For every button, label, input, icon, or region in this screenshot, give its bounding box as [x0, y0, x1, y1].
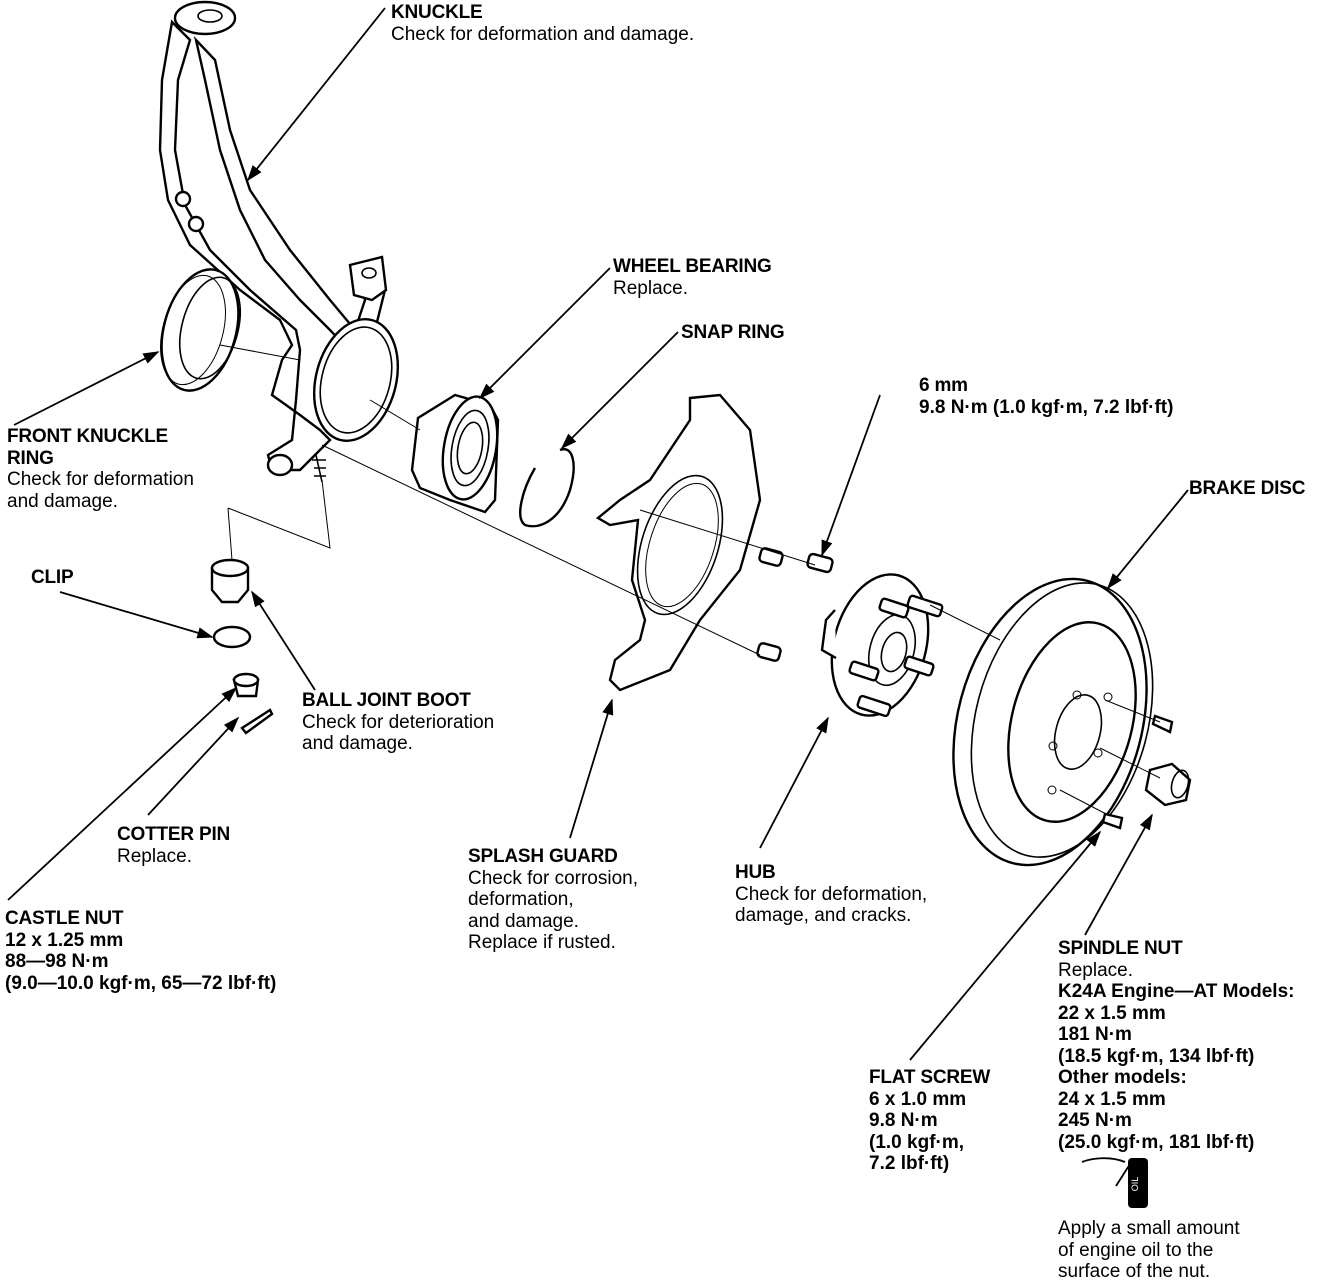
label-title: SPLASH GUARD: [468, 846, 618, 867]
label-title: SPINDLE NUT: [1058, 938, 1183, 959]
label-title: HUB: [735, 862, 776, 883]
label-note: damage, and cracks.: [735, 905, 912, 926]
label-cotter-pin: COTTER PIN Replace.: [117, 824, 230, 867]
label-note: Check for deformation,: [735, 883, 928, 905]
label-note: of engine oil to the: [1058, 1239, 1214, 1261]
hub-part: [820, 573, 944, 718]
label-torque: (25.0 kgf·m, 181 lbf·ft): [1058, 1131, 1255, 1153]
label-splash-guard: SPLASH GUARD Check for corrosion, deform…: [468, 846, 638, 954]
label-title: CASTLE NUT: [5, 908, 124, 929]
label-title: CLIP: [31, 567, 74, 588]
leader-lines: [7, 7, 1189, 1061]
label-oil-note: Apply a small amount of engine oil to th…: [1058, 1218, 1240, 1283]
label-note: deformation,: [468, 889, 574, 910]
label-spec: Other models:: [1058, 1067, 1187, 1088]
label-title: FRONT KNUCKLE: [7, 426, 168, 447]
brake-disc-part: [952, 577, 1154, 867]
label-note: and damage.: [7, 490, 118, 512]
spindle-nut-part: [1144, 762, 1192, 807]
label-snap-ring: SNAP RING: [681, 322, 785, 344]
label-front-knuckle-ring: FRONT KNUCKLE RING Check for deformation…: [7, 426, 194, 512]
label-6mm-bolt: 6 mm 9.8 N·m (1.0 kgf·m, 7.2 lbf·ft): [919, 375, 1173, 418]
label-title: FLAT SCREW: [869, 1067, 991, 1088]
label-title: SNAP RING: [681, 322, 785, 343]
label-note: Apply a small amount: [1058, 1218, 1240, 1239]
label-torque: (18.5 kgf·m, 134 lbf·ft): [1058, 1045, 1255, 1067]
label-title: BRAKE DISC: [1189, 478, 1306, 499]
label-torque: (9.0—10.0 kgf·m, 65—72 lbf·ft): [5, 972, 277, 994]
cotter-pin-part: [240, 708, 274, 735]
label-torque: 7.2 lbf·ft): [869, 1153, 950, 1174]
label-torque: 181 N·m: [1058, 1024, 1132, 1045]
label-torque: 9.8 N·m: [869, 1110, 938, 1131]
label-torque: 88—98 N·m: [5, 951, 109, 972]
label-spec: 22 x 1.5 mm: [1058, 1002, 1166, 1024]
splash-guard-bolts: [756, 547, 834, 662]
label-wheel-bearing: WHEEL BEARING Replace.: [613, 256, 772, 299]
label-clip: CLIP: [31, 567, 74, 589]
label-note: Replace.: [613, 277, 688, 299]
label-title: KNUCKLE: [391, 2, 483, 23]
label-note: and damage.: [302, 733, 413, 754]
label-note: Replace.: [117, 845, 192, 867]
clip-part: [212, 625, 252, 649]
label-knuckle: KNUCKLE Check for deformation and damage…: [391, 2, 694, 45]
label-note: Check for deformation: [7, 469, 194, 490]
label-title: RING: [7, 447, 54, 469]
label-note: surface of the nut.: [1058, 1261, 1211, 1282]
label-spindle-nut: SPINDLE NUT Replace. K24A Engine—AT Mode…: [1058, 938, 1294, 1153]
label-note: Check for deformation and damage.: [391, 23, 695, 45]
oil-can-icon: OIL: [1081, 1157, 1148, 1208]
label-brake-disc: BRAKE DISC: [1189, 478, 1305, 500]
label-note: and damage.: [468, 910, 579, 932]
label-title: BALL JOINT BOOT: [302, 690, 471, 711]
label-ball-joint-boot: BALL JOINT BOOT Check for deterioration …: [302, 690, 494, 755]
wheel-bearing-part: [410, 393, 500, 514]
label-hub: HUB Check for deformation, damage, and c…: [735, 862, 927, 927]
label-title: WHEEL BEARING: [613, 256, 772, 277]
label-note: Replace if rusted.: [468, 932, 616, 953]
label-note: Check for corrosion,: [468, 867, 639, 889]
label-note: Check for deterioration: [302, 711, 495, 733]
label-note: Replace.: [1058, 959, 1133, 981]
castle-nut-part: [232, 672, 260, 698]
label-castle-nut: CASTLE NUT 12 x 1.25 mm 88—98 N·m (9.0—1…: [5, 908, 276, 994]
flat-screws-part: [1101, 714, 1174, 830]
label-spec: 24 x 1.5 mm: [1058, 1088, 1166, 1110]
label-title: COTTER PIN: [117, 824, 231, 845]
label-flat-screw: FLAT SCREW 6 x 1.0 mm 9.8 N·m (1.0 kgf·m…: [869, 1067, 990, 1175]
label-spec: 6 x 1.0 mm: [869, 1088, 967, 1110]
ball-joint-boot-part: [210, 558, 250, 604]
oil-can-text: OIL: [1130, 1177, 1140, 1192]
label-spec: K24A Engine—AT Models:: [1058, 981, 1295, 1002]
snap-ring-part: [519, 447, 575, 528]
label-spec: 12 x 1.25 mm: [5, 929, 124, 951]
label-title: 6 mm: [919, 375, 968, 396]
label-torque: (1.0 kgf·m,: [869, 1131, 965, 1153]
label-torque: 245 N·m: [1058, 1110, 1132, 1131]
assembly-centerlines: [219, 344, 1161, 817]
front-knuckle-ring-part: [160, 268, 242, 392]
label-torque: 9.8 N·m (1.0 kgf·m, 7.2 lbf·ft): [919, 396, 1174, 418]
knuckle-part: [158, 0, 400, 483]
splash-guard-part: [595, 393, 762, 692]
